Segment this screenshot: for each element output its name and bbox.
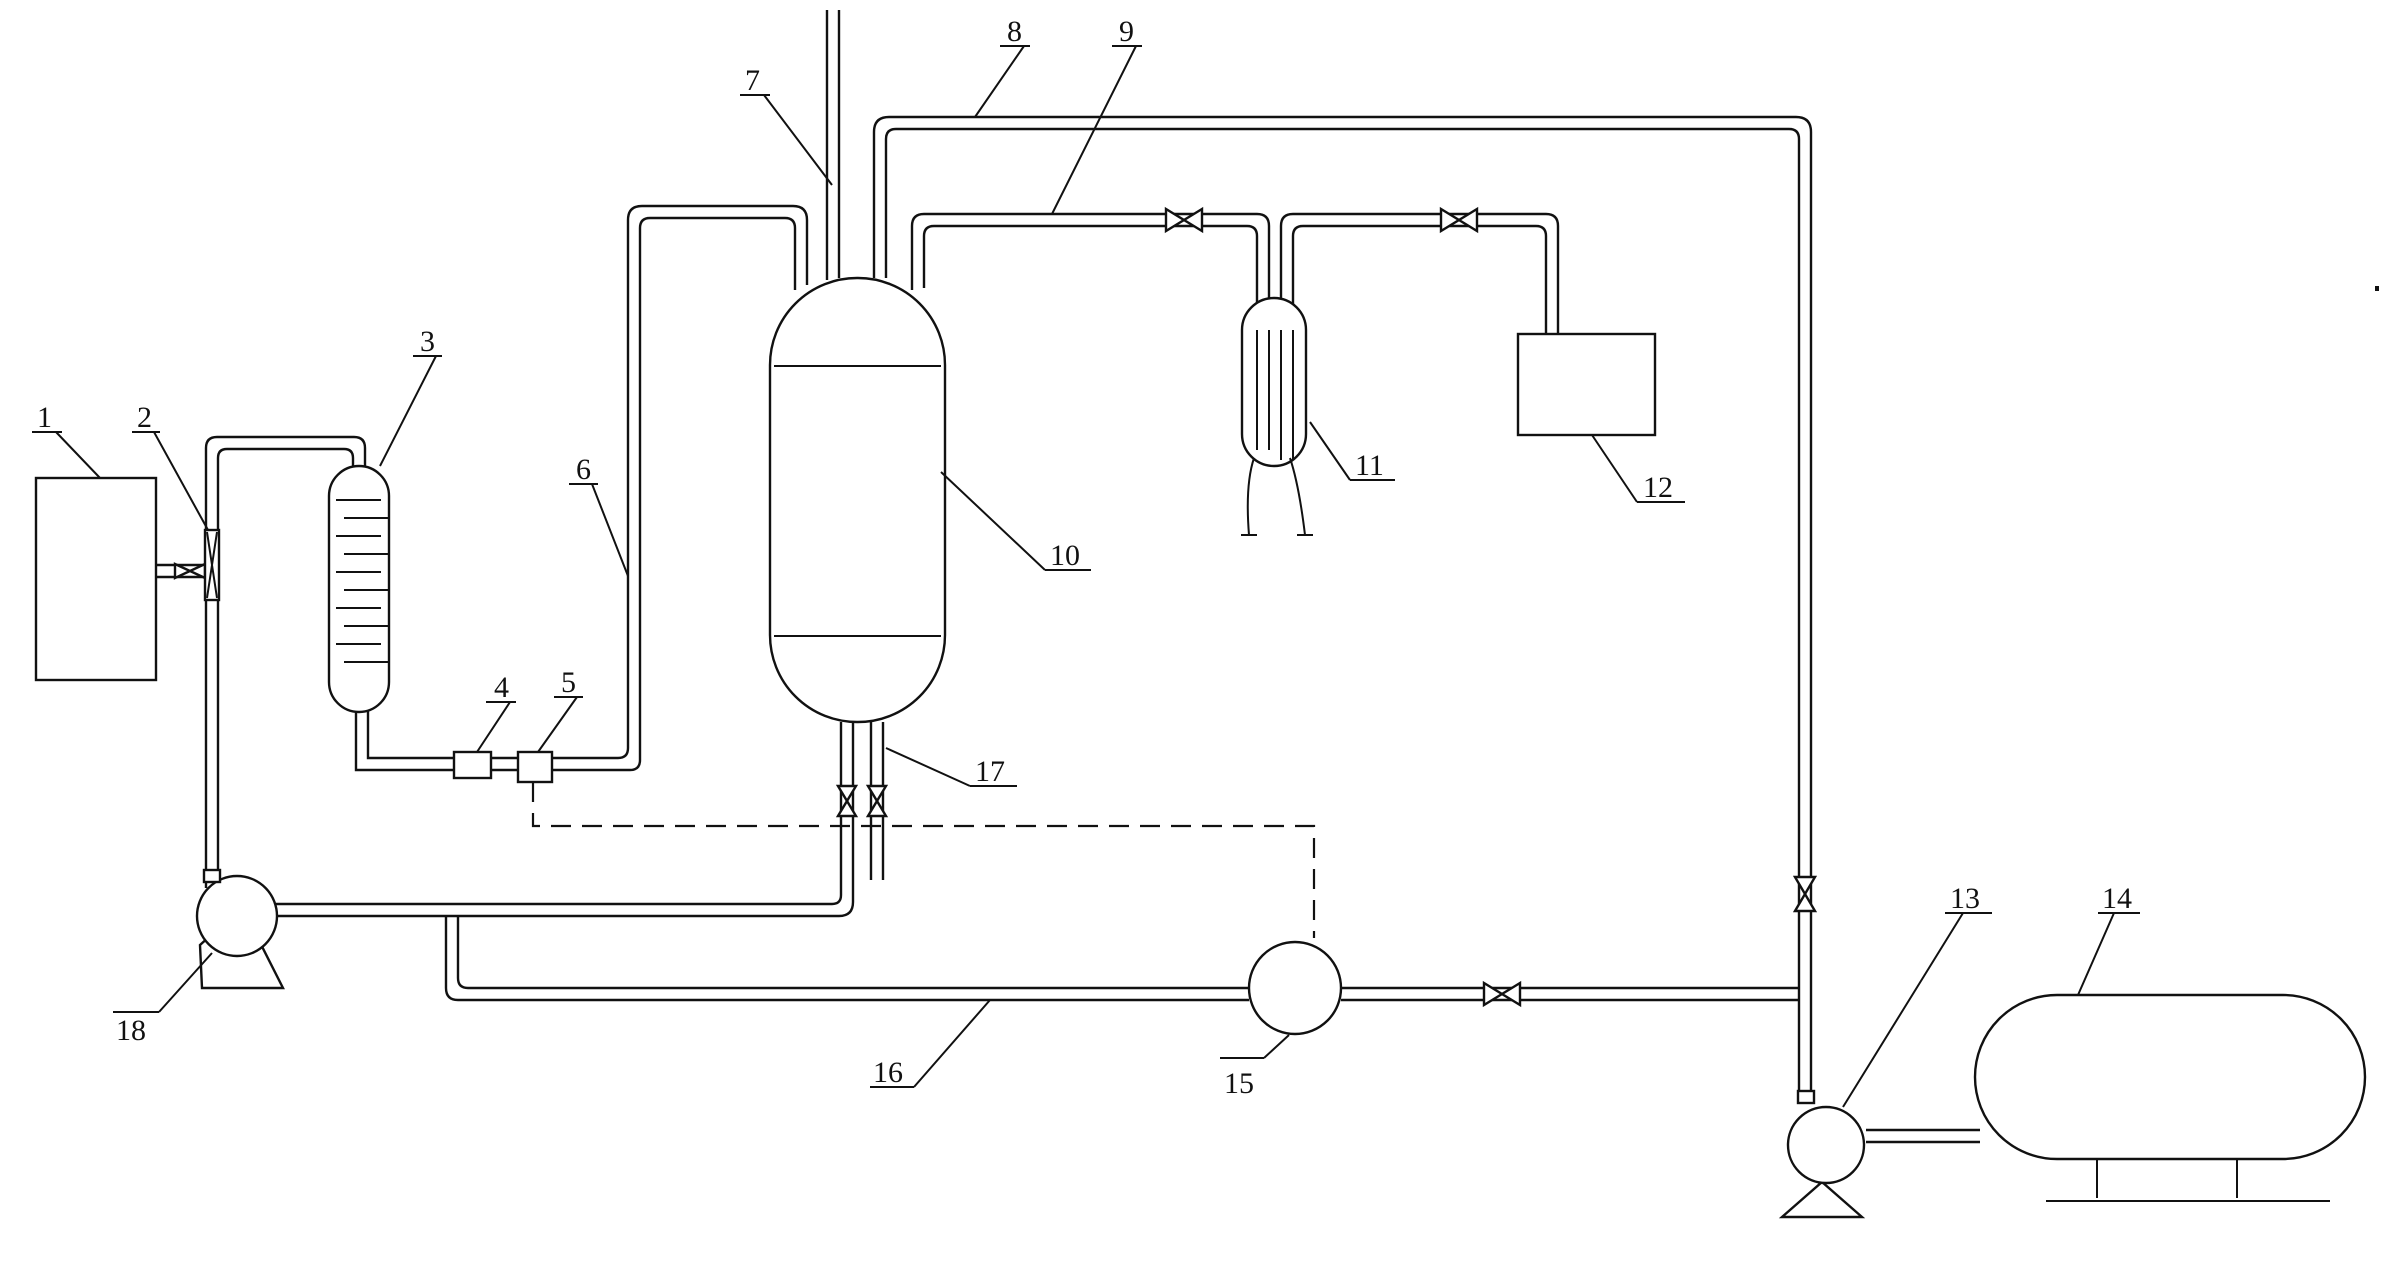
ejector-mixer	[203, 528, 221, 602]
label-17: 17	[975, 755, 1005, 788]
valve-bypass-line	[1482, 980, 1522, 1008]
control-signal-line	[531, 782, 1316, 938]
condenser-to-box12-pipe	[1279, 212, 1560, 333]
instrument-box-4	[452, 750, 493, 780]
label-5: 5	[561, 666, 576, 699]
stray-mark	[2375, 286, 2379, 291]
drain-nozzle-17	[869, 722, 885, 880]
receiver-box	[1516, 332, 1657, 437]
pipes	[155, 10, 1980, 1144]
pump18-to-column3-pipe	[204, 435, 367, 888]
leader-lines	[32, 45, 2140, 1108]
label-2: 2	[137, 401, 152, 434]
label-10: 10	[1050, 539, 1080, 572]
label-12: 12	[1643, 471, 1673, 504]
vent-pipe-7	[825, 10, 841, 280]
valves	[173, 206, 1818, 1008]
return-pipe-8	[872, 115, 1813, 1090]
label-4: 4	[494, 671, 509, 704]
label-1: 1	[37, 401, 52, 434]
valve-return-line	[1792, 875, 1818, 913]
vapor-pipe-9	[910, 212, 1271, 450]
label-9: 9	[1119, 15, 1134, 48]
label-8: 8	[1007, 15, 1022, 48]
label-16: 16	[873, 1056, 903, 1089]
u-tube-condenser	[1240, 296, 1313, 536]
flow-meter	[1247, 940, 1343, 1036]
label-11: 11	[1355, 449, 1384, 482]
label-7: 7	[745, 64, 760, 97]
column3-to-vessel-pipe-6	[354, 204, 809, 772]
label-13: 13	[1950, 882, 1980, 915]
label-3: 3	[420, 325, 435, 358]
main-reaction-vessel	[768, 276, 947, 724]
feed-pump	[195, 868, 285, 990]
valve-box12-line	[1439, 206, 1479, 234]
label-15: 15	[1224, 1067, 1254, 1100]
label-14: 14	[2102, 882, 2132, 915]
pump13-to-tank14-pipe	[1866, 1128, 1980, 1144]
bypass-pipe-16	[444, 916, 1799, 1002]
labels: 1 2 3 4 5 6 7 8 9 10 11 12 13 14 15 16 1…	[37, 15, 2132, 1100]
feed-tank-box	[34, 476, 158, 682]
vessel-bottom-to-pump18-pipe	[276, 722, 855, 918]
valve-vessel-bottom-left	[835, 784, 859, 818]
circulation-pump	[1778, 1089, 1866, 1219]
storage-tank	[1973, 993, 2367, 1202]
tray-column	[327, 464, 391, 714]
label-18: 18	[116, 1014, 146, 1047]
label-6: 6	[576, 453, 591, 486]
feed-branch-pipe	[155, 563, 205, 579]
valve-vessel-bottom-right	[865, 784, 889, 818]
instrument-box-5	[516, 750, 554, 784]
valve-pipe-9	[1164, 206, 1204, 234]
